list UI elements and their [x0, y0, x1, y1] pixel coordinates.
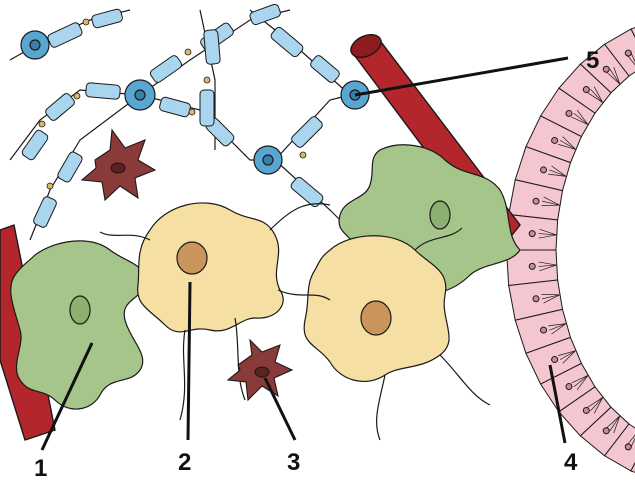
microglia-nucleus — [255, 367, 269, 377]
ependymal-nucleus — [603, 428, 609, 434]
microglia-nucleus — [111, 163, 125, 173]
neuron-nucleus — [361, 301, 391, 335]
ependymal-nucleus — [529, 231, 535, 237]
ependymal-nucleus — [603, 66, 609, 72]
ependymal-nucleus — [583, 87, 589, 93]
ependymal-nucleus — [552, 357, 558, 363]
ependymal-nucleus — [566, 110, 572, 116]
ependymal-nucleus — [541, 327, 547, 333]
ependymal-nucleus — [625, 444, 631, 450]
ependymal-nucleus — [529, 263, 535, 269]
ependymal-nucleus — [533, 296, 539, 302]
neuron-nucleus — [177, 242, 207, 274]
label-4: 4 — [564, 449, 578, 476]
label-1: 1 — [34, 455, 47, 481]
label-3: 3 — [287, 449, 300, 476]
oligodendrocyte-cell — [125, 80, 155, 110]
leader-line-2 — [188, 282, 190, 440]
label-2: 2 — [178, 449, 191, 476]
ependymal-nucleus — [533, 198, 539, 204]
ependymal-nucleus — [566, 384, 572, 390]
oligodendrocyte-cell — [254, 146, 282, 174]
astrocyte-nucleus — [430, 201, 450, 229]
ependymal-nucleus — [583, 407, 589, 413]
ependymal-nucleus — [552, 137, 558, 143]
astrocyte-nucleus — [70, 296, 90, 324]
ependymal-nucleus — [541, 167, 547, 173]
oligodendrocyte-cell — [21, 31, 49, 59]
label-5: 5 — [586, 47, 599, 74]
neuron-left — [138, 203, 284, 332]
ependymal-nucleus — [625, 50, 631, 56]
